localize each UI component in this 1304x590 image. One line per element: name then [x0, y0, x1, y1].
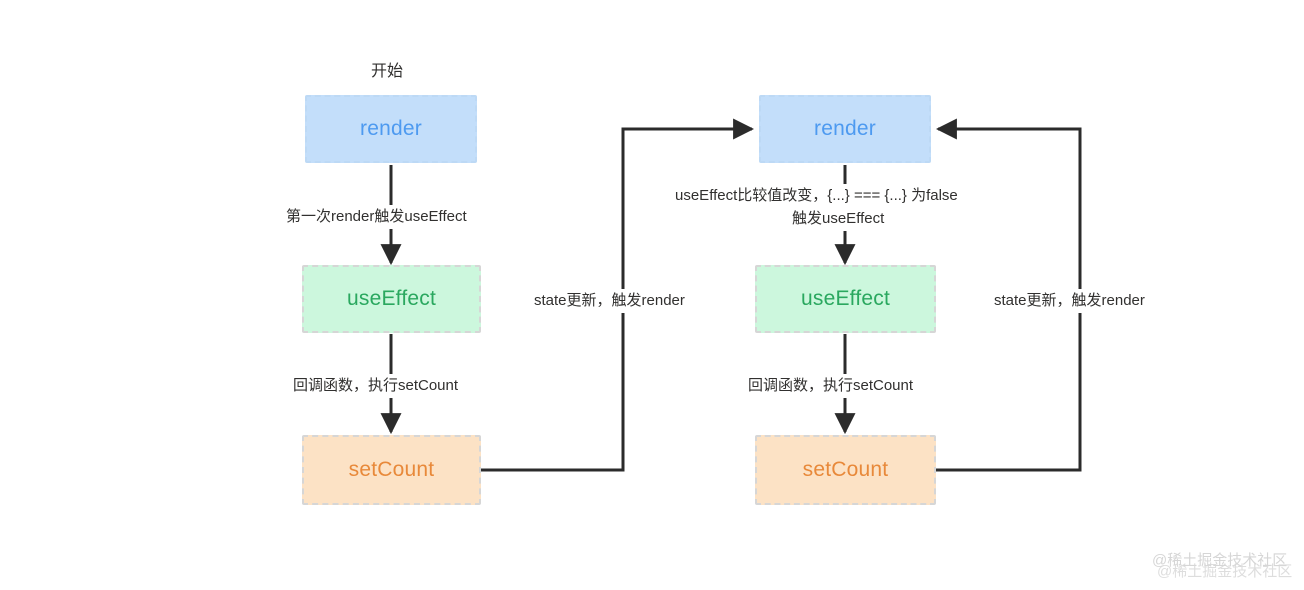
start-caption: 开始 [371, 63, 404, 80]
edge-label-first-render-trigger: 第一次render触发useEffect [283, 205, 470, 229]
node-setcount-left-label: setCount [348, 458, 435, 481]
node-useeffect-left[interactable]: useEffect [302, 265, 481, 333]
node-render-right-label: render [814, 117, 876, 140]
node-setcount-right-label: setCount [802, 458, 889, 481]
node-render-left[interactable]: render [305, 95, 477, 163]
watermark-top: @稀土掘金技术社区 [1152, 552, 1288, 569]
node-useeffect-left-label: useEffect [347, 287, 436, 310]
node-render-right[interactable]: render [759, 95, 931, 163]
node-setcount-right[interactable]: setCount [755, 435, 936, 505]
edge-label-state-update-right: state更新，触发render [991, 289, 1148, 313]
node-setcount-left[interactable]: setCount [302, 435, 481, 505]
node-render-left-label: render [360, 117, 422, 140]
edge-label-state-update-left: state更新，触发render [531, 289, 688, 313]
edge-label-callback-exec-right: 回调函数，执行setCount [745, 374, 917, 398]
edge-label-callback-exec-left: 回调函数，执行setCount [290, 374, 462, 398]
node-useeffect-right[interactable]: useEffect [755, 265, 936, 333]
node-useeffect-right-label: useEffect [801, 287, 890, 310]
edge-label-compare-changed-line1: useEffect比较值改变，{...} === {...} 为false [672, 184, 961, 208]
watermark-bottom: @稀土掘金技术社区 [1157, 563, 1293, 580]
edge-label-compare-changed-line2: 触发useEffect [789, 207, 888, 231]
